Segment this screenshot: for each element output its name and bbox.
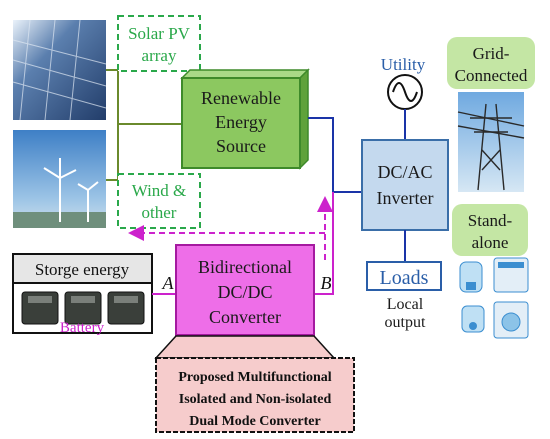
proposed-line3: Dual Mode Converter (189, 414, 320, 429)
washing-machine-icon (493, 301, 529, 339)
renewable-line2: Energy (215, 112, 267, 132)
vacuum-cleaner-icon (461, 305, 485, 333)
grid-connected-line2: Connected (455, 66, 528, 85)
coffee-machine-icon (459, 261, 483, 293)
solar-panel-image (12, 19, 107, 121)
renewable-line1: Renewable (201, 88, 281, 108)
storage-energy-block: Storge energy Battery (12, 253, 153, 336)
transmission-tower-image (457, 92, 525, 192)
wind-label-line2: other (142, 203, 177, 222)
loads-title: Loads (380, 267, 429, 289)
renewable-line3: Source (216, 136, 266, 156)
proposed-converter-callout: Proposed Multifunctional Isolated and No… (154, 335, 355, 433)
standalone-line2: alone (472, 233, 509, 252)
grid-connected-badge: Grid- Connected (447, 37, 535, 89)
proposed-line2: Isolated and Non-isolated (179, 392, 332, 407)
inverter-line1: DC/AC (377, 162, 432, 182)
proposed-line1: Proposed Multifunctional (178, 370, 331, 385)
converter-link-wire (314, 192, 334, 295)
storage-title: Storge energy (35, 260, 130, 279)
grid-connected-line1: Grid- (473, 44, 510, 63)
ac-source-icon (387, 74, 423, 110)
converter-line1: Bidirectional (198, 257, 292, 277)
inverter-line2: Inverter (377, 188, 434, 208)
power-flow-arrows (128, 196, 333, 260)
solar-pv-label-line1: Solar PV (128, 24, 191, 43)
utility-label: Utility (381, 55, 426, 74)
port-b-label: B (321, 273, 332, 293)
port-a-label: A (162, 273, 175, 293)
battery-icons (21, 291, 145, 325)
battery-label: Battery (60, 320, 105, 336)
standalone-line1: Stand- (468, 211, 513, 230)
wind-label-box (117, 173, 201, 229)
renewable-energy-source-block: Renewable Energy Source (180, 68, 310, 170)
loads-subtitle-line1: Local (387, 296, 424, 313)
dc-ac-inverter-block: DC/AC Inverter (361, 139, 449, 231)
dc-bus-wire (308, 117, 362, 193)
dishwasher-icon (493, 257, 529, 293)
wind-turbine-image (13, 130, 106, 228)
converter-line3: Converter (209, 307, 281, 327)
loads-block: Loads Local output (366, 261, 442, 331)
appliances-image (459, 257, 529, 339)
converter-line2: DC/DC (217, 282, 272, 302)
standalone-badge: Stand- alone (452, 204, 528, 256)
wind-label-line1: Wind & (132, 181, 187, 200)
solar-pv-label-line2: array (142, 46, 177, 65)
bidirectional-converter-block: Bidirectional DC/DC Converter (175, 244, 315, 336)
source-wiring (106, 69, 182, 181)
loads-subtitle-line2: output (385, 314, 426, 331)
solar-pv-label-box (117, 15, 201, 72)
